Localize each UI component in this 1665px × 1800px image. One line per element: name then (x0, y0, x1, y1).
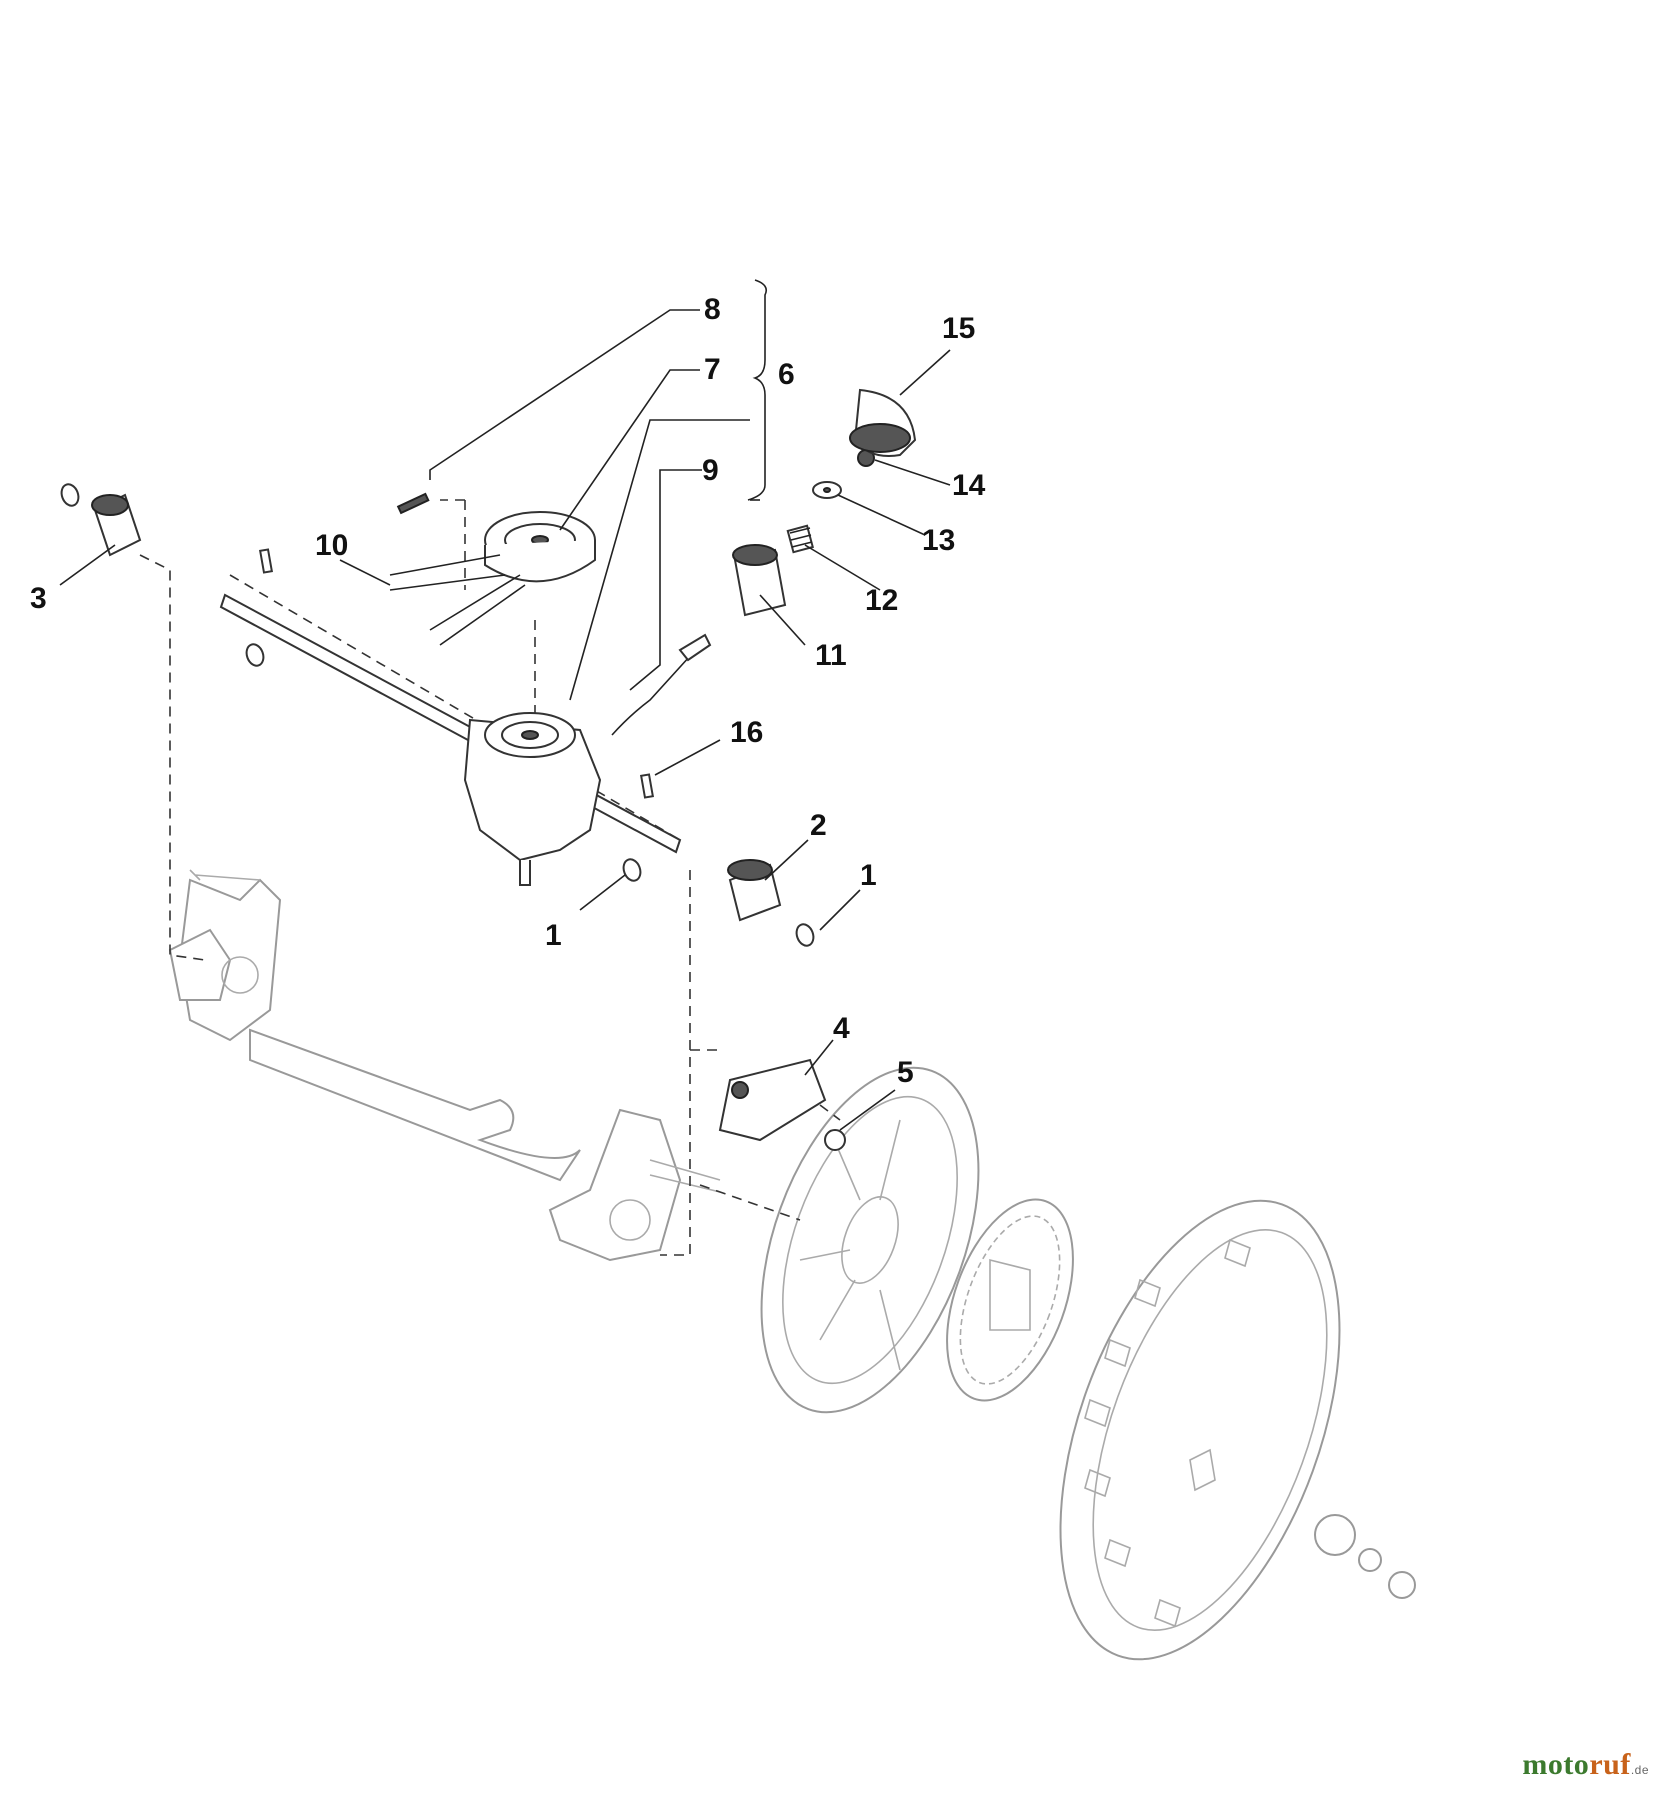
brand-logo: motoruf.de (1522, 1748, 1649, 1781)
callout-15: 15 (942, 312, 975, 345)
callout-12: 12 (865, 584, 898, 617)
shift-rod (611, 633, 712, 736)
rear-axle-ghost (168, 869, 721, 1262)
callout-13: 13 (922, 524, 955, 557)
small-clips (60, 483, 846, 1151)
gear-ring-ghost (946, 1198, 1074, 1402)
pinion-2 (727, 859, 782, 922)
callout-14: 14 (952, 469, 986, 502)
gearbox (463, 712, 602, 886)
callout-16: 16 (730, 716, 763, 749)
callout-5: 5 (897, 1056, 914, 1089)
leader-lines (59, 279, 951, 1131)
callout-labels: 8 7 6 9 15 14 13 12 11 10 3 16 2 1 1 4 5 (30, 293, 986, 1089)
callout-9: 9 (702, 454, 719, 487)
bearing-plate-4 (718, 1058, 827, 1142)
callout-8: 8 (704, 293, 721, 326)
callout-6: 6 (778, 358, 795, 391)
assembly-guides (139, 499, 841, 1256)
v-belt (389, 554, 526, 646)
callout-2: 2 (810, 809, 827, 842)
axle-shaft (219, 593, 682, 854)
washer-13 (812, 481, 842, 499)
callout-1-right: 1 (860, 859, 877, 892)
callout-11: 11 (815, 639, 847, 672)
callout-7: 7 (704, 353, 721, 386)
knob-15 (849, 388, 917, 457)
pulley (484, 511, 596, 583)
callout-3: 3 (30, 582, 47, 615)
wheel-ghost (1059, 1199, 1416, 1661)
hub-cap-ghost (760, 1066, 980, 1414)
hub-bushing (732, 544, 787, 617)
callout-10: 10 (315, 529, 348, 562)
callout-1-left: 1 (545, 919, 562, 952)
callout-4: 4 (833, 1012, 850, 1045)
pinion-3 (91, 493, 142, 557)
